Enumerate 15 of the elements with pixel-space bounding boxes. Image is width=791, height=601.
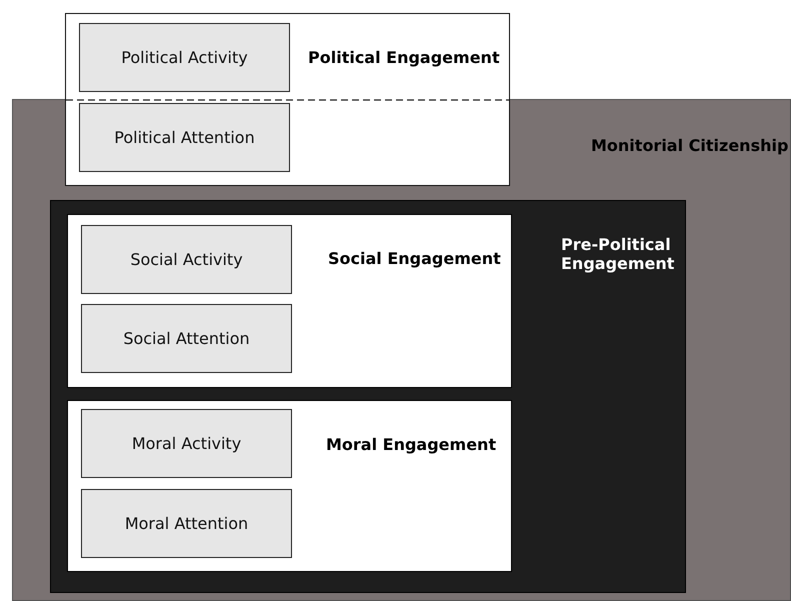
panel-heading: Political Engagement [308,48,500,67]
concept-box: Political Attention [79,103,290,172]
concept-box: Social Attention [81,304,292,373]
panel-heading: Moral Engagement [326,435,496,454]
concept-box: Moral Activity [81,409,292,478]
concept-box: Social Activity [81,225,292,294]
concept-box: Political Activity [79,23,290,92]
panel-heading: Social Engagement [328,249,501,268]
group-panel [12,99,791,601]
group-panel [67,400,512,572]
panel-heading: Pre-Political Engagement [561,235,676,273]
group-panel [67,214,512,388]
group-panel [50,200,686,593]
panel-heading: Monitorial Citizenship [591,136,788,155]
concept-box: Moral Attention [81,489,292,558]
